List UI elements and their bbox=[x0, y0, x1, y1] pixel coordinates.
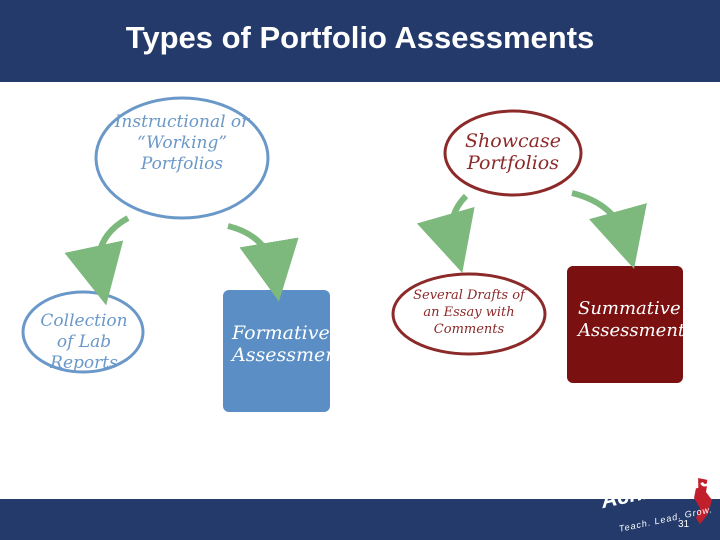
slide-title: Types of Portfolio Assessments bbox=[125, 20, 595, 55]
summative-label: Summative Assessment bbox=[578, 298, 686, 341]
formative-box-shape bbox=[223, 290, 330, 412]
formative-label: Formative Assessment bbox=[232, 322, 346, 366]
arrow-showcase-to-essay bbox=[416, 193, 475, 273]
showcase-portfolio-oval bbox=[443, 109, 583, 197]
working-portfolio-label: Instructional or “Working” Portfolios bbox=[114, 112, 250, 174]
essay-drafts-oval bbox=[391, 272, 547, 356]
arrow-working-to-lab bbox=[64, 215, 130, 306]
working-portfolio-oval bbox=[94, 96, 270, 220]
arrow-showcase-to-summative bbox=[571, 190, 647, 269]
page-number: 31 bbox=[678, 519, 690, 530]
showcase-portfolio-label: Showcase Portfolios bbox=[465, 130, 561, 174]
footer-bar bbox=[0, 499, 720, 540]
achievenj-logo: AchieveNJ Teach. Lead. Grow. bbox=[596, 465, 716, 534]
summative-box-shape bbox=[567, 266, 683, 383]
nj-state-icon bbox=[694, 478, 712, 524]
title-bar bbox=[0, 0, 720, 82]
essay-drafts-label: Several Drafts of an Essay with Comments bbox=[413, 288, 525, 337]
arrow-working-to-formative bbox=[227, 223, 299, 302]
diagram bbox=[21, 96, 683, 412]
lab-reports-label: Collection of Lab Reports bbox=[40, 311, 128, 373]
